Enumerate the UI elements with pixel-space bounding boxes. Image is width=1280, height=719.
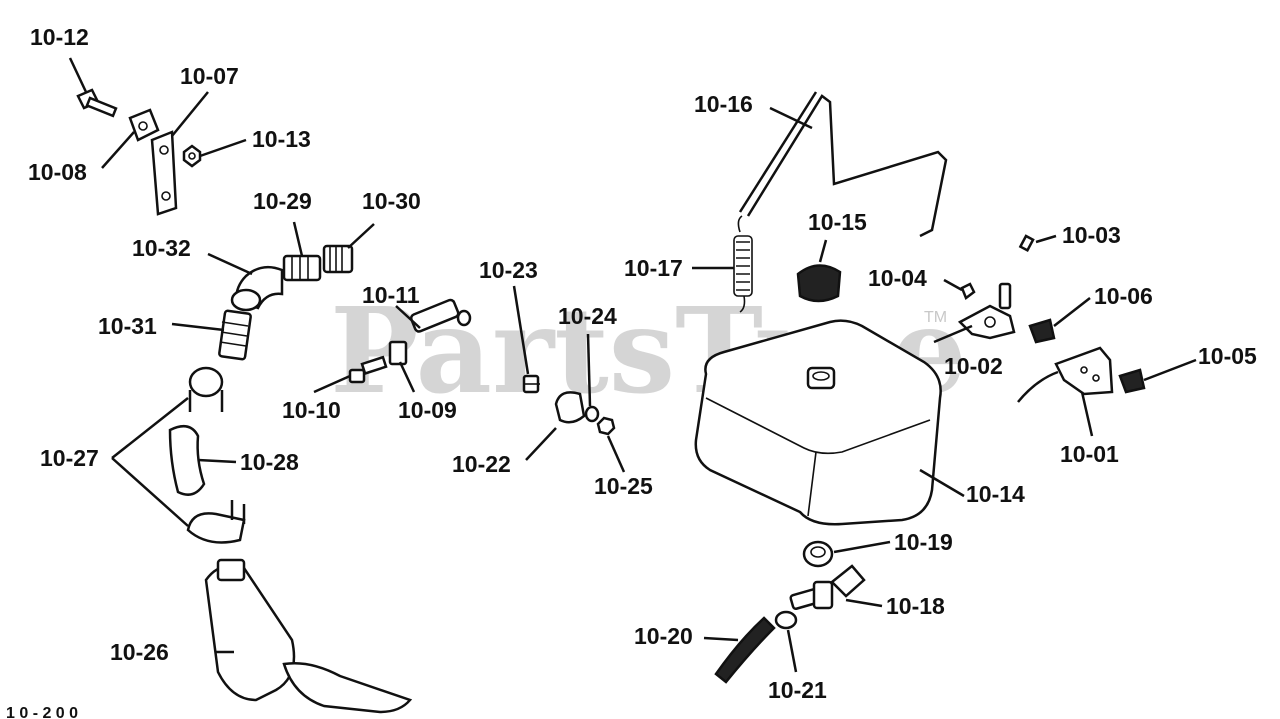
- part-10-08-clip[interactable]: [128, 108, 160, 142]
- label-10-12: 10-12: [30, 24, 89, 50]
- part-10-20-fuel-line[interactable]: [714, 616, 776, 684]
- part-10-12-bolt[interactable]: [76, 88, 118, 118]
- label-10-16: 10-16: [694, 91, 753, 117]
- label-10-22: 10-22: [452, 451, 511, 477]
- label-10-28: 10-28: [240, 449, 299, 475]
- part-10-26-muffler[interactable]: [204, 558, 413, 714]
- label-10-09: 10-09: [398, 397, 457, 423]
- part-10-22-clamp[interactable]: [554, 391, 586, 424]
- label-10-06: 10-06: [1094, 283, 1153, 309]
- label-10-25: 10-25: [594, 473, 653, 499]
- label-10-10: 10-10: [282, 397, 341, 423]
- label-10-27: 10-27: [40, 445, 99, 471]
- part-10-10-screw[interactable]: [348, 355, 388, 384]
- part-10-11-spacer[interactable]: [409, 298, 460, 333]
- label-10-03: 10-03: [1062, 222, 1121, 248]
- part-10-18-shutoff-valve[interactable]: [789, 564, 866, 610]
- part-10-15-fuel-cap[interactable]: [796, 264, 842, 303]
- part-10-11-washer[interactable]: [456, 309, 472, 327]
- part-10-05-knob[interactable]: [1118, 368, 1146, 394]
- label-10-02: 10-02: [944, 353, 1003, 379]
- label-10-19: 10-19: [894, 529, 953, 555]
- part-10-28-hose[interactable]: [168, 424, 206, 496]
- part-10-31-nipple[interactable]: [218, 309, 252, 361]
- part-10-16-tank-strap[interactable]: [738, 91, 948, 238]
- part-10-01-throttle-lever[interactable]: [1017, 346, 1114, 403]
- leader-lines: [68, 57, 1197, 673]
- part-10-30-fitting[interactable]: [322, 244, 354, 274]
- part-10-24-washer[interactable]: [584, 405, 600, 423]
- label-10-26: 10-26: [110, 639, 169, 665]
- part-10-27-clamp-lower[interactable]: [186, 500, 246, 544]
- label-10-23: 10-23: [479, 257, 538, 283]
- part-10-21-clamp[interactable]: [774, 610, 798, 630]
- label-10-13: 10-13: [252, 126, 311, 152]
- part-10-04-screw[interactable]: [960, 282, 976, 300]
- label-10-08: 10-08: [28, 159, 87, 185]
- label-10-11: 10-11: [362, 282, 420, 308]
- diagram-caption: 1 0 - 2 0 0: [6, 705, 78, 719]
- part-10-27-clamp-upper[interactable]: [188, 366, 224, 412]
- part-10-07-strap[interactable]: [150, 130, 178, 216]
- part-10-14-fuel-tank[interactable]: [694, 319, 942, 526]
- label-10-14: 10-14: [966, 481, 1025, 507]
- part-10-29-nipple[interactable]: [282, 254, 322, 282]
- label-10-05: 10-05: [1198, 343, 1257, 369]
- label-10-31: 10-31: [98, 313, 157, 339]
- part-10-03-screw[interactable]: [1018, 234, 1035, 253]
- label-10-04: 10-04: [868, 265, 927, 291]
- part-10-06-knob[interactable]: [1028, 318, 1056, 344]
- label-10-29: 10-29: [253, 188, 312, 214]
- part-10-25-nut[interactable]: [596, 416, 616, 436]
- part-10-02-bracket[interactable]: [957, 282, 1016, 340]
- label-10-30: 10-30: [362, 188, 421, 214]
- label-10-24: 10-24: [558, 303, 617, 329]
- part-10-19-bushing[interactable]: [802, 540, 834, 568]
- label-10-18: 10-18: [886, 593, 945, 619]
- label-10-01: 10-01: [1060, 441, 1119, 467]
- part-10-09-clip[interactable]: [388, 340, 408, 366]
- label-10-15: 10-15: [808, 209, 867, 235]
- part-10-32-elbow[interactable]: [230, 265, 284, 312]
- label-10-32: 10-32: [132, 235, 191, 261]
- part-10-23-screw[interactable]: [522, 374, 540, 394]
- label-10-17: 10-17: [624, 255, 683, 281]
- part-10-17-spring[interactable]: [733, 215, 753, 313]
- watermark-tm: TM: [924, 309, 947, 326]
- label-10-20: 10-20: [634, 623, 693, 649]
- label-10-21: 10-21: [768, 677, 827, 703]
- label-10-07: 10-07: [180, 63, 239, 89]
- part-10-13-nut[interactable]: [182, 144, 202, 168]
